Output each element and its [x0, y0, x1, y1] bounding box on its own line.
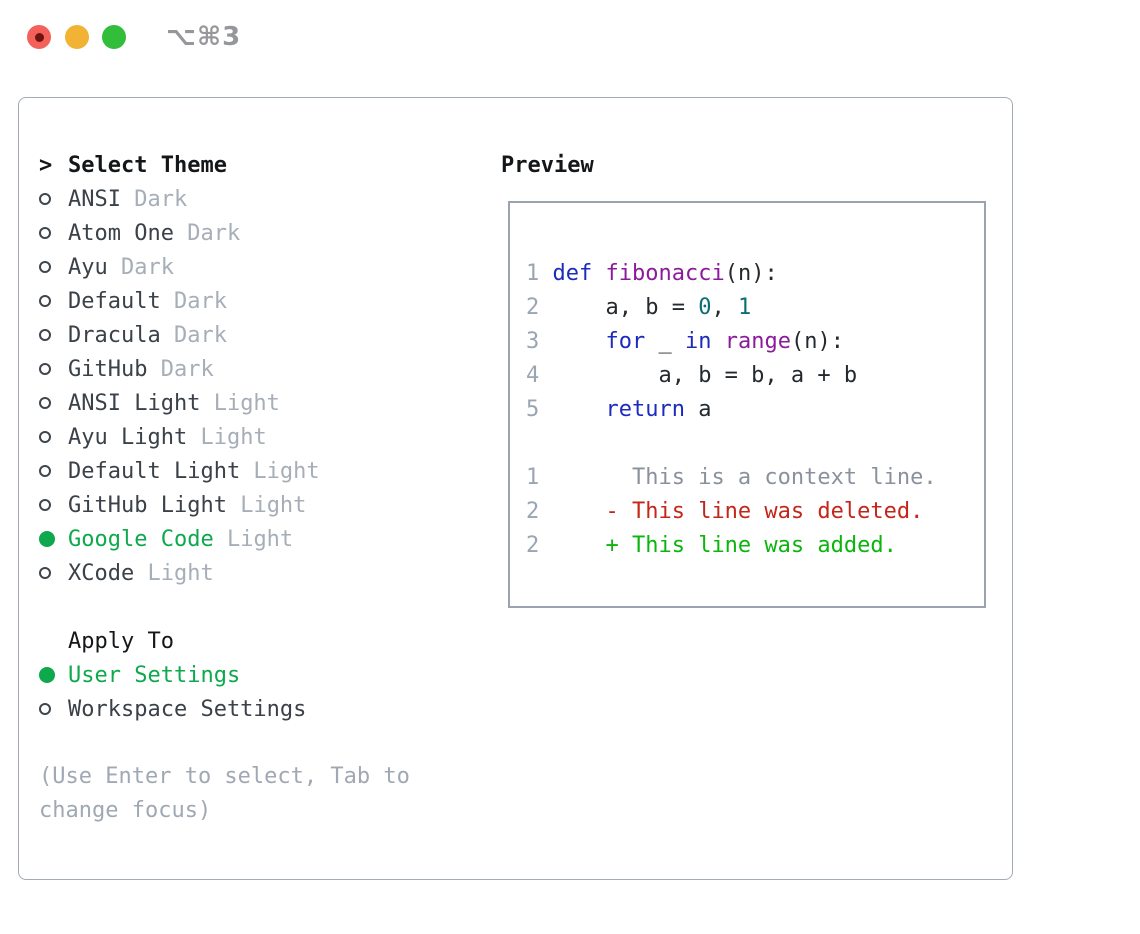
line-number: 2	[526, 499, 553, 524]
preview-title: Preview	[501, 153, 594, 178]
theme-option[interactable]: XCode Light	[39, 556, 320, 590]
radio-icon	[39, 227, 68, 239]
code-line: 1 def fibonacci(n):	[526, 261, 778, 286]
close-button-dot-icon	[34, 32, 44, 42]
select-theme-header: > Select Theme	[39, 148, 320, 182]
line-number: 3	[526, 329, 553, 354]
radio-icon	[39, 295, 68, 307]
line-number: 5	[526, 397, 553, 422]
window-title: ⌥⌘3	[166, 22, 242, 52]
code-preview: 1 def fibonacci(n): 2 a, b = 0, 1 3 for _ …	[526, 257, 937, 563]
line-number: 1	[526, 465, 553, 490]
option-label: Google Code Light	[68, 526, 294, 552]
line-number: 2	[526, 533, 553, 558]
theme-option[interactable]: Default Light Light	[39, 454, 320, 488]
option-label: GitHub Dark	[68, 356, 214, 382]
radio-icon	[39, 329, 68, 341]
option-label: GitHub Light Light	[68, 492, 307, 518]
option-label: ANSI Light Light	[68, 390, 280, 416]
option-label: Workspace Settings	[68, 696, 307, 722]
option-label: Ayu Dark	[68, 254, 174, 280]
radio-selected-icon	[39, 531, 68, 547]
select-theme-title: Select Theme	[68, 152, 227, 178]
line-number: 4	[526, 363, 553, 388]
radio-icon	[39, 261, 68, 273]
option-label: Dracula Dark	[68, 322, 227, 348]
theme-option[interactable]: GitHub Light Light	[39, 488, 320, 522]
line-number: 2	[526, 295, 553, 320]
minimize-button[interactable]	[65, 25, 89, 49]
radio-icon	[39, 567, 68, 579]
close-button[interactable]	[27, 25, 51, 49]
option-label: Default Dark	[68, 288, 227, 314]
option-label: Default Light Light	[68, 458, 320, 484]
radio-selected-icon	[39, 667, 68, 683]
theme-option[interactable]: ANSI Dark	[39, 182, 320, 216]
code-line: 2 + This line was added.	[526, 533, 897, 558]
theme-option[interactable]: Ayu Dark	[39, 250, 320, 284]
apply-to-option[interactable]: User Settings	[39, 658, 306, 692]
theme-option[interactable]: Default Dark	[39, 284, 320, 318]
title-bar: ⌥⌘3	[0, 0, 1140, 74]
radio-icon	[39, 431, 68, 443]
radio-icon	[39, 499, 68, 511]
theme-option[interactable]: Atom One Dark	[39, 216, 320, 250]
option-label: XCode Light	[68, 560, 214, 586]
theme-option[interactable]: Dracula Dark	[39, 318, 320, 352]
zoom-button[interactable]	[102, 25, 126, 49]
line-number	[526, 431, 553, 456]
code-line: 1 This is a context line.	[526, 465, 937, 490]
option-label: Ayu Light Light	[68, 424, 267, 450]
preview-pane: 1 def fibonacci(n): 2 a, b = 0, 1 3 for _ …	[508, 201, 986, 608]
theme-option[interactable]: Google Code Light	[39, 522, 320, 556]
code-line: 2 a, b = 0, 1	[526, 295, 752, 320]
option-label: Atom One Dark	[68, 220, 241, 246]
apply-to-header: Apply To	[39, 624, 306, 658]
radio-icon	[39, 363, 68, 375]
code-line: 3 for _ in range(n):	[526, 329, 844, 354]
radio-icon	[39, 193, 68, 205]
radio-icon	[39, 397, 68, 409]
option-label: User Settings	[68, 662, 241, 688]
theme-option[interactable]: GitHub Dark	[39, 352, 320, 386]
line-number: 1	[526, 261, 553, 286]
radio-icon	[39, 465, 68, 477]
keyboard-hint: (Use Enter to select, Tab to change focu…	[39, 764, 410, 823]
code-line	[526, 427, 937, 461]
code-line: 5 return a	[526, 397, 712, 422]
apply-to-title: Apply To	[68, 628, 174, 654]
option-label: ANSI Dark	[68, 186, 188, 212]
theme-option[interactable]: Ayu Light Light	[39, 420, 320, 454]
selection-pointer-icon: >	[39, 152, 53, 178]
code-line: 2 - This line was deleted.	[526, 499, 924, 524]
code-line: 4 a, b = b, a + b	[526, 363, 858, 388]
radio-icon	[39, 703, 68, 715]
apply-to-option[interactable]: Workspace Settings	[39, 692, 306, 726]
theme-option[interactable]: ANSI Light Light	[39, 386, 320, 420]
